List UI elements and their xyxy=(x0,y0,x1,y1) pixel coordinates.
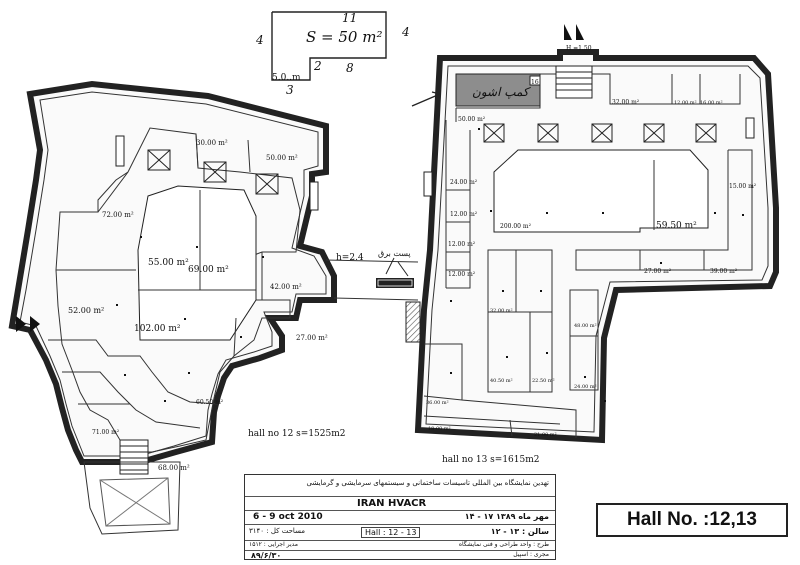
booth-h13-9: 59.50 m² xyxy=(656,221,697,231)
north-arrow-left xyxy=(16,316,26,332)
hall-13-outer-wall xyxy=(414,49,779,444)
sketch-dim-bottom-c: 3 xyxy=(286,83,294,97)
event-date-fa: ۱۴ - ۱۷ مهر ماه ۱۳۸۹ xyxy=(464,512,549,521)
booth-h13-21: 21.00 m² xyxy=(534,432,557,438)
booth-h13-19: 36.00 m² xyxy=(426,400,449,406)
booth-h12-8: 42.00 m² xyxy=(270,283,302,291)
booth-h13-18: 24.00 m² xyxy=(574,384,597,390)
area-sketch: S = 50 m² 11 4 4 8 2 3 5.0..m xyxy=(255,11,410,97)
document-date: ۸۹/۶/۳۰ xyxy=(251,551,282,560)
booth-h13-15: 48.00 m² xyxy=(574,323,597,329)
hall-12-height: h=2.4 xyxy=(336,253,364,263)
booth-h13-8: 200.00 m² xyxy=(500,223,532,230)
booth-h12-4: 55.00 m² xyxy=(148,258,189,268)
executor-label: مجری : اسپیل xyxy=(513,551,549,558)
booth-h13-3: 12.00 m² xyxy=(674,100,697,106)
event-date-en: 6 - 9 oct 2010 xyxy=(253,512,323,522)
booth-h13-6: 15.00 m² xyxy=(729,183,757,190)
title-block: تهدین نمایشگاه بین المللی تاسیسات ساختما… xyxy=(244,474,556,560)
sketch-area-label: S = 50 m² xyxy=(306,28,382,46)
electric-post-label: پست برق xyxy=(378,249,411,258)
event-title: IRAN HVACR xyxy=(357,498,427,509)
booth-h12-5: 69.00 m² xyxy=(188,265,229,275)
org-title: تهدین نمایشگاه بین المللی تاسیسات ساختما… xyxy=(306,479,550,487)
booth-h13-11: 12.00 m² xyxy=(448,271,476,278)
sketch-dim-left: 4 xyxy=(255,33,264,47)
sketch-dim-right: 4 xyxy=(401,25,410,39)
booth-h12-11: 71.00 m² xyxy=(92,429,120,436)
reserved-booth xyxy=(455,73,541,107)
design-label: طرح : واحد طراحی و فنی نمایشگاه xyxy=(458,541,549,548)
booth-h13-12: 27.00 m² xyxy=(644,268,672,275)
sketch-dim-bottom-b: 2 xyxy=(313,59,322,73)
booth-h13-2: 32.00 m² xyxy=(612,99,640,106)
hall-12-plan: 30.00 m² 50.00 m² 72.00 m² 55.00 m² 69.0… xyxy=(8,80,421,535)
hall-13-height: H =1.50 xyxy=(566,45,592,52)
north-arrow-right xyxy=(564,24,572,40)
booth-h13-5: 24.00 m² xyxy=(450,179,478,186)
booth-h12-9: 27.00 m² xyxy=(296,334,328,342)
sketch-dim-top: 11 xyxy=(342,11,357,25)
sketch-dim-bottom-a: 8 xyxy=(346,61,354,75)
booth-h12-2: 50.00 m² xyxy=(266,154,298,162)
booth-h13-17: 22.50 m² xyxy=(532,378,555,384)
hall-12-caption: hall no 12 s=1525m2 xyxy=(248,429,346,439)
area-total: مساحت کل : ۳۱۴۰ xyxy=(249,527,306,535)
hall-number-badge: Hall No. :12,13 xyxy=(596,503,788,537)
hall-13-plan: کمپ اشون 16 H =1.50 xyxy=(411,24,779,465)
booth-h13-4: 16.00 m² xyxy=(700,100,723,106)
reserved-booth-number: 16 xyxy=(531,79,539,86)
booth-h13-10: 12.00 m² xyxy=(448,241,476,248)
booth-h12-7: 102.00 m² xyxy=(134,324,181,334)
booth-h13-7: 12.00 m² xyxy=(450,211,478,218)
booth-h12-10: 60.50 m² xyxy=(196,399,224,406)
sketch-dim-bottom-len: 5.0..m xyxy=(272,73,301,83)
booth-h13-20: 18.00 m² xyxy=(428,426,451,432)
booth-h13-14: 32.00 m² xyxy=(490,308,513,314)
electric-post-box xyxy=(376,278,414,288)
supervisor-label: مدیر اجرایی : ۱۵۱۲ xyxy=(249,541,299,548)
booth-h13-1: 50.00 m² xyxy=(458,116,486,123)
booth-h12-1: 30.00 m² xyxy=(196,139,228,147)
hall-13-caption: hall no 13 s=1615m2 xyxy=(442,455,540,465)
reserved-booth-label: کمپ اشون xyxy=(472,85,531,99)
booth-h12-12: 68.00 m² xyxy=(158,464,190,472)
booth-h13-13: 39.00 m² xyxy=(710,268,738,275)
halls-en: Hall : 12 - 13 xyxy=(361,527,421,538)
booth-h13-16: 40.50 m² xyxy=(490,378,513,384)
booth-h12-6: 52.00 m² xyxy=(68,306,104,315)
booth-h12-3: 72.00 m² xyxy=(102,211,134,219)
halls-fa: سالن : ۱۳ - ۱۲ xyxy=(490,527,549,536)
